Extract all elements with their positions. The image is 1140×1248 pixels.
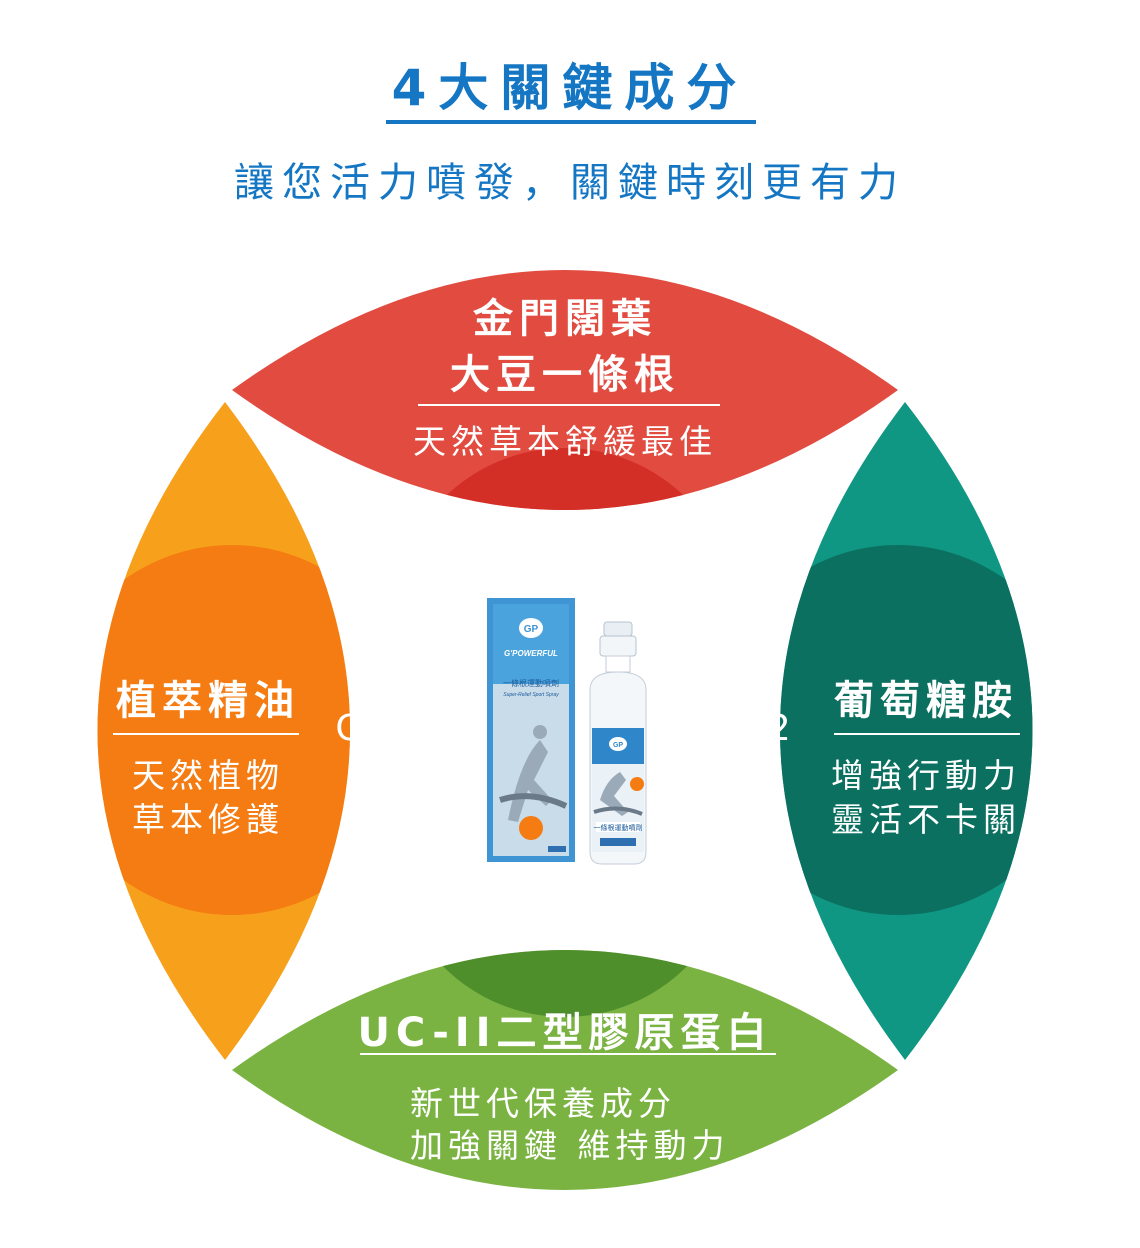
segment-left — [97, 402, 350, 1060]
segment-1-description-line-1: 天然草本舒緩最佳 — [413, 422, 717, 461]
page-title: 4大關鍵成分 — [391, 59, 749, 117]
page-subtitle: 讓您活力噴發，關鍵時刻更有力 — [234, 160, 906, 206]
segment-2-divider — [834, 733, 1020, 735]
segment-4-divider — [113, 733, 299, 735]
product-box-image: GP G'POWERFUL 一條根運動噴劑 Super-Relief Sport… — [487, 598, 575, 862]
segment-4-number: O4 — [335, 708, 389, 749]
box-name-text: 一條根運動噴劑 — [503, 678, 559, 688]
segment-4-description-line-2: 草本修護 — [132, 800, 284, 839]
segment-3-description-line-1: 新世代保養成分 — [410, 1084, 676, 1123]
box-brand-text: G'POWERFUL — [504, 649, 558, 658]
segment-2-number: O2 — [738, 708, 792, 749]
bottle-name-text: 一條根運動噴劑 — [594, 823, 643, 832]
title-underline — [386, 120, 756, 124]
segment-3-divider — [360, 1053, 776, 1055]
segment-3-number: O3 — [538, 910, 592, 951]
svg-text:GP: GP — [613, 742, 623, 749]
segment-bottom — [232, 950, 898, 1190]
segment-2-description-line-1: 增強行動力 — [831, 756, 1021, 795]
segment-right — [780, 402, 1033, 1060]
segment-4-description-line-1: 天然植物 — [132, 756, 284, 795]
segment-1-heading-line-2: 大豆一條根 — [450, 352, 680, 398]
segment-top — [232, 270, 898, 510]
segment-2-description-line-2: 靈活不卡關 — [831, 800, 1021, 839]
segment-1-divider — [418, 404, 720, 406]
segment-4-heading: 植萃精油 — [116, 678, 300, 724]
segment-1-number: O1 — [538, 512, 592, 553]
box-english-text: Super-Relief Sport Spray — [503, 692, 559, 698]
segment-3-description-line-2: 加強關鍵 維持動力 — [410, 1126, 730, 1165]
segment-3-heading: UC-II二型膠原蛋白 — [357, 1010, 773, 1056]
segment-2-heading: 葡萄糖胺 — [834, 678, 1018, 724]
segment-1-heading-line-1: 金門闊葉 — [473, 296, 657, 342]
svg-text:GP: GP — [524, 624, 539, 635]
product-bottle-image: GP 一條根運動噴劑 — [589, 621, 647, 865]
